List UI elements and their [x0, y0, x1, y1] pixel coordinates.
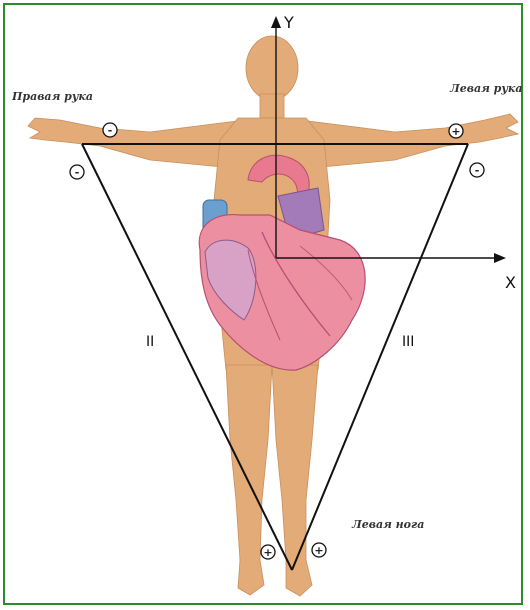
electrode-left-arm-lower: - [470, 163, 484, 177]
x-axis-label: X [505, 273, 516, 292]
svg-text:-: - [75, 166, 80, 179]
electrode-left-arm-upper: + [449, 124, 463, 138]
y-axis-label: Y [283, 13, 294, 32]
svg-text:+: + [263, 546, 272, 559]
svg-text:+: + [451, 125, 460, 138]
electrode-right-arm-lower: - [70, 165, 84, 179]
electrode-leg-right: + [312, 543, 326, 557]
svg-text:+: + [314, 544, 323, 557]
lead-III-label: III [402, 334, 414, 350]
svg-text:-: - [108, 124, 113, 137]
electrode-leg-left: + [261, 545, 275, 559]
left-leg-label: Левая нога [351, 518, 424, 531]
lead-II-label: II [146, 334, 154, 350]
svg-text:-: - [475, 164, 480, 177]
electrode-right-arm-upper: - [103, 123, 117, 137]
left-arm-label: Левая рука [449, 82, 523, 95]
right-arm-label: Правая рука [11, 90, 93, 103]
